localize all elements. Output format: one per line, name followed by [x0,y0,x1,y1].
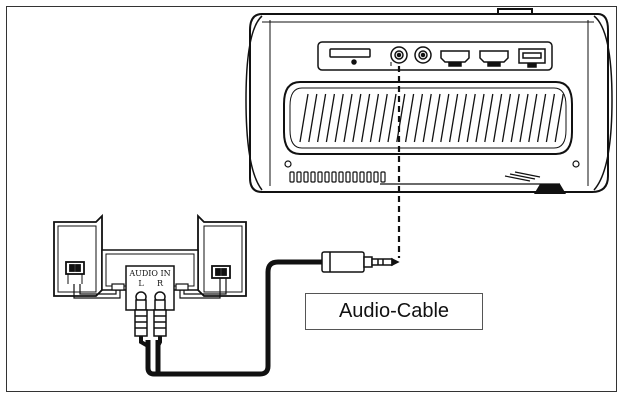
audio-cable-label: Audio-Cable [305,293,483,330]
grille-slot [545,93,556,143]
vent-slot [359,171,365,183]
grille-slot [554,93,564,143]
grille-slot [299,93,309,143]
vent-slot [345,171,351,183]
grille-slot [536,93,547,143]
vent-slot [317,171,323,183]
grille-slot [378,93,388,143]
vent-slot [303,171,309,183]
vent-slot [352,171,358,183]
vent-slot [380,171,386,183]
grille-slot [369,93,380,143]
grille-slot [422,93,432,143]
grille-slot [457,93,468,143]
audio-in-title: AUDIO IN [128,269,170,278]
grille-slot [492,93,503,143]
grille-slot [448,93,459,143]
grille-slot [343,93,353,143]
vent-slot [310,171,316,183]
audio-in-panel: AUDIO IN L R [125,265,175,311]
speaker-left [53,213,103,297]
vent-slot [373,171,379,183]
grille-slot [431,93,441,143]
grille-slot [510,93,520,143]
mini-jack-plug [321,251,400,273]
grille-slot [334,93,344,143]
projector-vents [284,160,580,194]
speaker-right [197,213,247,297]
grille-slot [325,93,336,143]
grille-slot [308,93,318,143]
grille-slot [316,93,327,143]
vent-slot [296,171,302,183]
grille-slot [360,93,371,143]
rca-plug [134,299,167,348]
projector-grille [283,81,573,155]
port-panel [317,41,553,71]
audio-in-left-label: L [138,279,144,288]
grille-slot [466,93,476,143]
vent-slot [366,171,372,183]
vent-slot [338,171,344,183]
audio-in-right-label: R [157,279,164,288]
diagram-frame [6,6,617,392]
speaker-wires [73,278,227,299]
grille-slot [501,93,512,143]
grille-slot [413,93,424,143]
vent-slot [331,171,337,183]
grille-slot [352,93,362,143]
grille-slot [440,93,450,143]
projector [245,8,613,193]
grille-slot [528,93,538,143]
grille-slot [484,93,494,143]
grille-slot [387,93,397,143]
grille-slot [519,93,529,143]
vent-slot [289,171,295,183]
grille-slot [396,93,406,143]
vent-slot [324,171,330,183]
grille-slot [404,93,415,143]
grille-slot [475,93,485,143]
